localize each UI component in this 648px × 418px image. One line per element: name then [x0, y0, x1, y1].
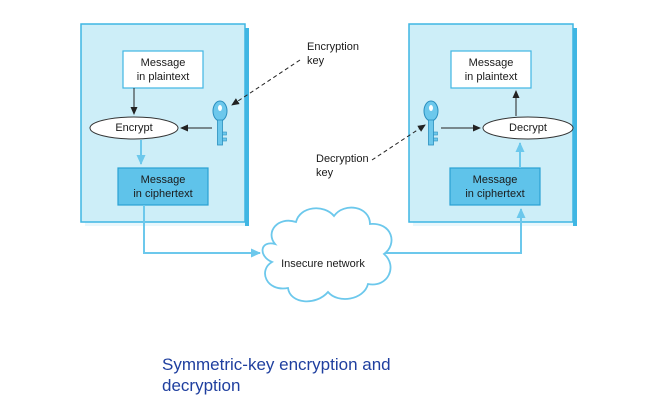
sender-plaintext-box: [122, 50, 204, 89]
decryption-key-icon: [423, 100, 439, 146]
receiver-decrypt-label: Decrypt: [509, 122, 547, 134]
sender-to-network-line: [143, 205, 261, 258]
receiver-plaintext-label: Message in plaintext: [464, 56, 518, 83]
sender-encrypt-label: Encrypt: [115, 122, 153, 134]
receiver-ciphertext-label: Message in ciphertext: [465, 173, 525, 200]
encryption-key-label: Encryption key: [307, 41, 359, 67]
decryption-key-leader: [371, 124, 426, 161]
network-to-receiver-line: [385, 208, 526, 254]
sender-encrypt-ellipse: [89, 116, 179, 140]
decryption-key-label: Decryption key: [316, 153, 369, 179]
sender-plaintext-label: Message in plaintext: [136, 56, 190, 83]
figure-caption: Symmetric-key encryption and decryption: [162, 355, 391, 395]
receiver-ciphertext-box: [449, 167, 541, 206]
encryption-key-icon: [212, 100, 228, 146]
receiver-decrypt-ellipse: [482, 116, 574, 140]
receiver-plaintext-box: [450, 50, 532, 89]
sender-ciphertext-label: Message in ciphertext: [133, 173, 193, 200]
network-label: Insecure network: [281, 258, 365, 270]
insecure-network-cloud: [261, 206, 393, 303]
sender-ciphertext-box: [117, 167, 209, 206]
